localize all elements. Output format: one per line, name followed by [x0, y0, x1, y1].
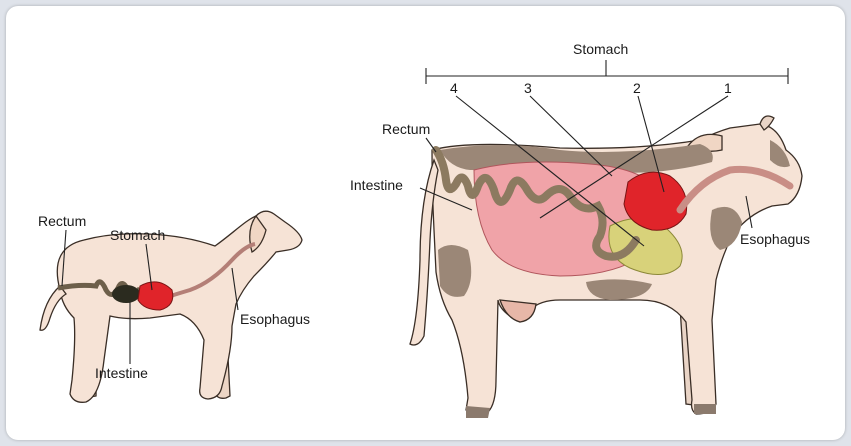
cow-hip-spot	[438, 245, 471, 297]
compartment-label-3: 3	[524, 80, 532, 96]
dog-stomach	[138, 282, 173, 310]
dog-figure	[40, 211, 302, 402]
cow-shoulder-spot	[710, 207, 742, 250]
cow-label-rectum: Rectum	[382, 121, 430, 137]
cow-label-stomach: Stomach	[573, 41, 628, 57]
dog-label-stomach: Stomach	[110, 227, 165, 243]
dog-small-intestine	[112, 285, 140, 303]
cow-label-intestine: Intestine	[350, 177, 403, 193]
compartment-label-4: 4	[450, 80, 458, 96]
cow-figure	[410, 116, 802, 418]
dog-label-intestine: Intestine	[95, 365, 148, 381]
compartment-label-2: 2	[633, 80, 641, 96]
cow-label-esophagus: Esophagus	[740, 231, 810, 247]
stomach-bracket	[426, 60, 788, 84]
cow-udder	[500, 300, 536, 322]
dog-body	[57, 211, 302, 402]
dog-label-esophagus: Esophagus	[240, 311, 310, 327]
dog-label-rectum: Rectum	[38, 213, 86, 229]
compartment-label-1: 1	[724, 80, 732, 96]
